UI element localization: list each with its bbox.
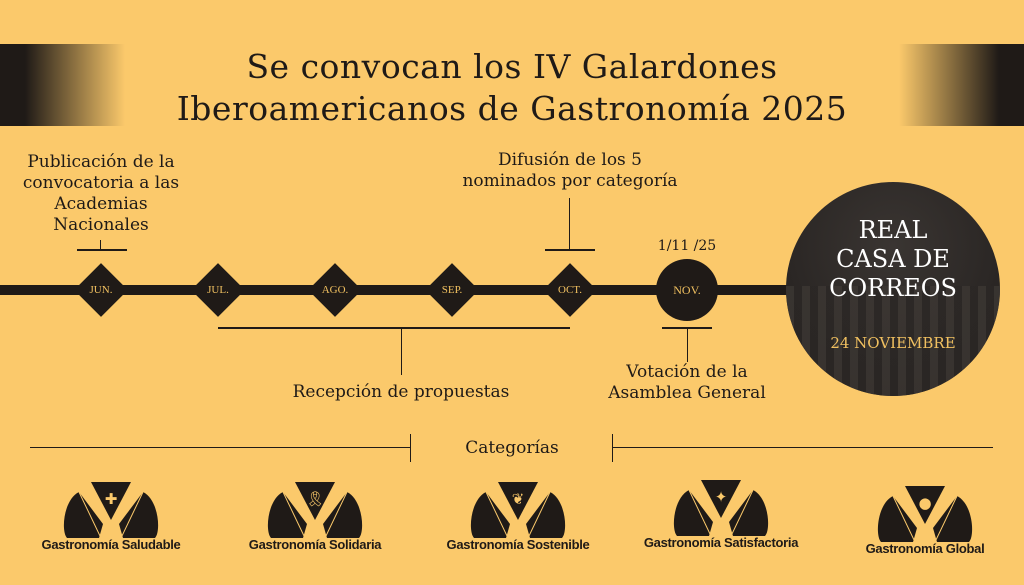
venue-name: REAL CASA DE CORREOS bbox=[786, 216, 1000, 303]
categories-heading: Categorías bbox=[465, 438, 559, 458]
svg-text:❦: ❦ bbox=[512, 490, 525, 508]
svg-text:✚: ✚ bbox=[105, 490, 118, 508]
month-nov: NOV. bbox=[656, 259, 718, 321]
text-line: Academias bbox=[54, 194, 148, 214]
connector bbox=[569, 198, 570, 250]
connector bbox=[401, 328, 402, 375]
text-line: Publicación de la bbox=[27, 152, 175, 172]
connector bbox=[100, 240, 101, 250]
month-jul: JUL. bbox=[207, 284, 229, 296]
venue-date: 24 NOVIEMBRE bbox=[830, 334, 956, 352]
votacion-date: 1/11 /25 bbox=[657, 238, 717, 254]
text-line: REAL bbox=[858, 216, 928, 244]
event-votacion: Votación de la Asamblea General bbox=[587, 362, 787, 404]
decorative-bar-right bbox=[899, 44, 1024, 126]
category-label: Gastronomía Satisfactoria bbox=[643, 535, 799, 550]
sparkles-icon: ✦ bbox=[671, 478, 771, 540]
divider-right bbox=[612, 447, 993, 448]
month-ago: AGO. bbox=[321, 284, 349, 296]
event-publicacion: Publicación de la convocatoria a las Aca… bbox=[1, 152, 201, 236]
text-line: CASA DE bbox=[836, 245, 950, 273]
month-oct: OCT. bbox=[558, 284, 582, 296]
divider-tick bbox=[410, 434, 411, 462]
divider-left bbox=[30, 447, 411, 448]
building-image bbox=[786, 286, 1000, 396]
month-jun: JUN. bbox=[89, 284, 113, 296]
category-label: Gastronomía Solidaria bbox=[248, 537, 382, 552]
category-label: Gastronomía Global bbox=[865, 541, 985, 556]
range-bracket bbox=[218, 327, 570, 329]
text-line: nominados por categoría bbox=[462, 171, 678, 191]
event-difusion: Difusión de los 5 nominados por categorí… bbox=[440, 150, 700, 192]
ribbon-icon: 🎗 bbox=[265, 480, 365, 542]
svg-text:🎗: 🎗 bbox=[305, 490, 324, 508]
connector bbox=[687, 328, 688, 362]
text-line: CORREOS bbox=[829, 274, 957, 302]
decorative-bar-left bbox=[0, 44, 125, 126]
svg-text:●: ● bbox=[918, 494, 931, 512]
text-line: convocatoria a las bbox=[22, 173, 180, 193]
month-sep: SEP. bbox=[441, 284, 463, 296]
text-line: Difusión de los 5 bbox=[497, 150, 643, 170]
event-recepcion: Recepción de propuestas bbox=[292, 382, 510, 402]
page-title: Se convocan los IV Galardones Iberoameri… bbox=[150, 46, 874, 130]
timeline-line bbox=[0, 285, 800, 295]
svg-text:✦: ✦ bbox=[715, 488, 728, 506]
leaf-icon: ❦ bbox=[468, 480, 568, 542]
cross-icon: ✚ bbox=[61, 480, 161, 542]
connector bbox=[545, 249, 595, 251]
category-label: Gastronomía Sostenible bbox=[446, 537, 590, 552]
title-line-2: Iberoamericanos de Gastronomía 2025 bbox=[176, 89, 848, 128]
title-line-1: Se convocan los IV Galardones bbox=[246, 47, 778, 86]
venue-badge: REAL CASA DE CORREOS 24 NOVIEMBRE bbox=[786, 182, 1000, 396]
text-line: Nacionales bbox=[53, 215, 149, 235]
connector bbox=[77, 249, 127, 251]
category-label: Gastronomía Saludable bbox=[41, 537, 181, 552]
globe-icon: ● bbox=[875, 484, 975, 546]
text-line: Asamblea General bbox=[608, 383, 766, 403]
divider-tick bbox=[612, 434, 613, 462]
text-line: Votación de la bbox=[626, 362, 748, 382]
